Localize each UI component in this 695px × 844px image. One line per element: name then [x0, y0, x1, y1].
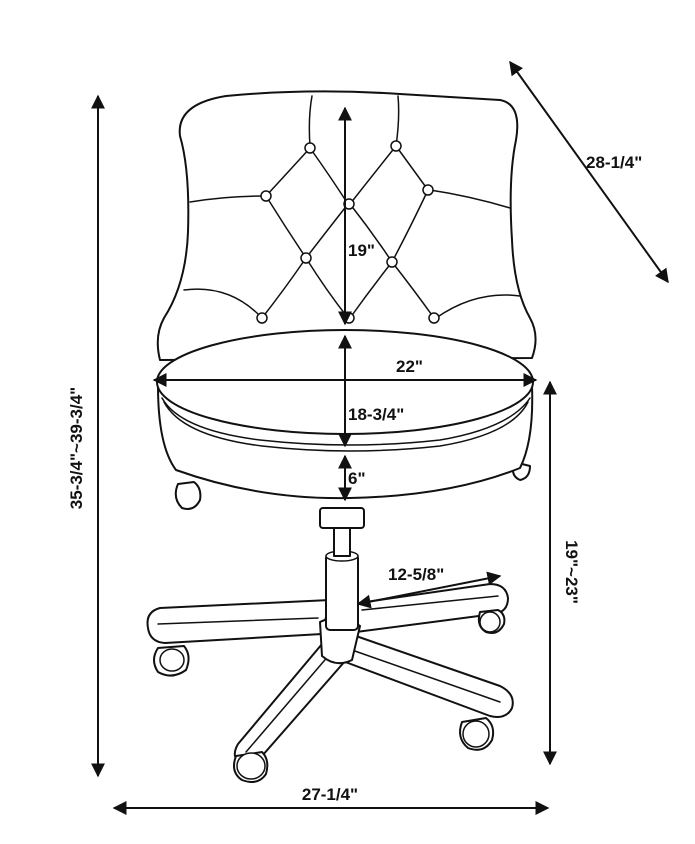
back-height-label: 19" — [348, 241, 375, 260]
tuft-button — [304, 142, 316, 154]
tuft-button — [256, 312, 268, 324]
tuft-button — [390, 140, 402, 152]
tuft-button — [260, 190, 272, 202]
gap-height-label: 6" — [348, 469, 366, 488]
backrest — [156, 90, 537, 361]
dimension-lines — [91, 60, 669, 815]
tuft-button — [428, 312, 440, 324]
chair-illustration — [146, 90, 537, 783]
leg-length-line — [356, 571, 502, 609]
seat-height-label: 19"~23" — [562, 540, 581, 604]
diagonal-depth-label: 28-1/4" — [586, 153, 642, 172]
overall-width-label: 27-1/4" — [302, 785, 358, 804]
tuft-button — [300, 252, 312, 264]
seat-width-label: 22" — [396, 357, 423, 376]
seat-depth-label: 18-3/4" — [348, 405, 404, 424]
dimension-labels: 35-3/4"~39-3/4" 28-1/4" 19" 22" 18-3/4" … — [67, 153, 642, 804]
tuft-button — [422, 184, 434, 196]
tuft-button — [386, 256, 398, 268]
gas-lift — [319, 507, 365, 631]
diagonal-depth-line — [509, 60, 669, 284]
overall-height-label: 35-3/4"~39-3/4" — [67, 387, 86, 509]
leg-length-label: 12-5/8" — [388, 565, 444, 584]
